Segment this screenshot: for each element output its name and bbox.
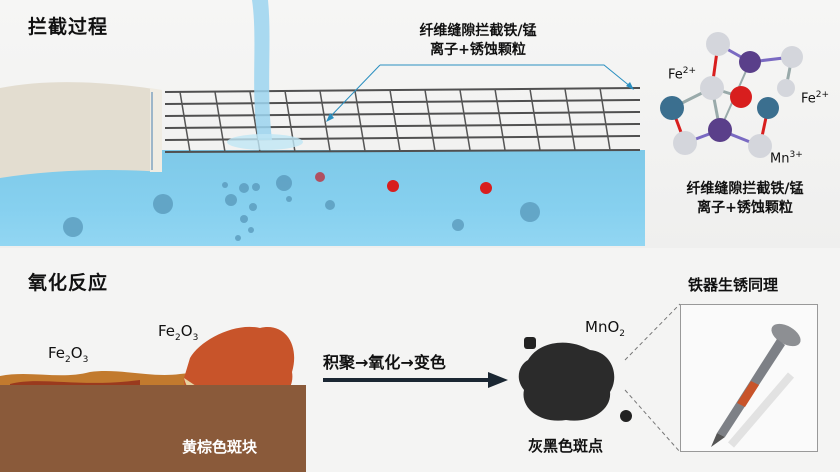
section-title-interception: 拦截过程 [28, 16, 109, 38]
arrow-head-icon [626, 82, 634, 90]
soil-layer [0, 385, 306, 472]
callout-label: 纤维缝隙拦截铁/锰 离子+锈蚀颗粒 [378, 22, 578, 60]
gray-black-spot-label: 灰黑色斑点 [528, 437, 604, 455]
molecule-icon [660, 32, 803, 158]
ion-label-fe2: Fe2+ [801, 90, 830, 107]
yellow-brown-patch-label: 黄棕色斑块 [182, 438, 258, 456]
callout-line [380, 64, 632, 88]
ion-label-fe1: Fe2+ [668, 66, 697, 83]
mno2-particle-icon [518, 342, 615, 421]
bubbles [63, 175, 540, 241]
nail-title: 铁器生锈同理 [688, 276, 779, 294]
molecule-caption: 纤维缝隙拦截铁/锰 离子+锈蚀颗粒 [650, 180, 840, 218]
callout-line2: 离子+锈蚀颗粒 [430, 42, 526, 58]
callout-line1: 纤维缝隙拦截铁/锰 [419, 23, 537, 39]
arrow-head-icon [326, 113, 334, 122]
fiber-mesh-icon [164, 87, 641, 153]
cloth-filter-icon [0, 82, 162, 178]
process-label: 积聚→氧化→变色 [323, 353, 446, 372]
chem-label-mno2: MnO2 [585, 318, 625, 339]
iron-particle [480, 182, 492, 194]
rusty-nail-panel [680, 304, 818, 452]
water-stream-icon [252, 0, 272, 140]
chem-label-fe2o3-left: Fe2O3 [48, 344, 89, 365]
arrow-head-icon [488, 372, 508, 388]
iron-particle [315, 172, 325, 182]
ion-label-mn: Mn3+ [770, 150, 803, 167]
section-title-oxidation: 氧化反应 [28, 272, 109, 294]
rusty-nail-icon [711, 323, 801, 448]
iron-particle [387, 180, 399, 192]
molecule-caption-line2: 离子+锈蚀颗粒 [697, 200, 793, 216]
chem-label-fe2o3-chunk: Fe2O3 [158, 322, 199, 343]
molecule-caption-line1: 纤维缝隙拦截铁/锰 [686, 181, 804, 197]
